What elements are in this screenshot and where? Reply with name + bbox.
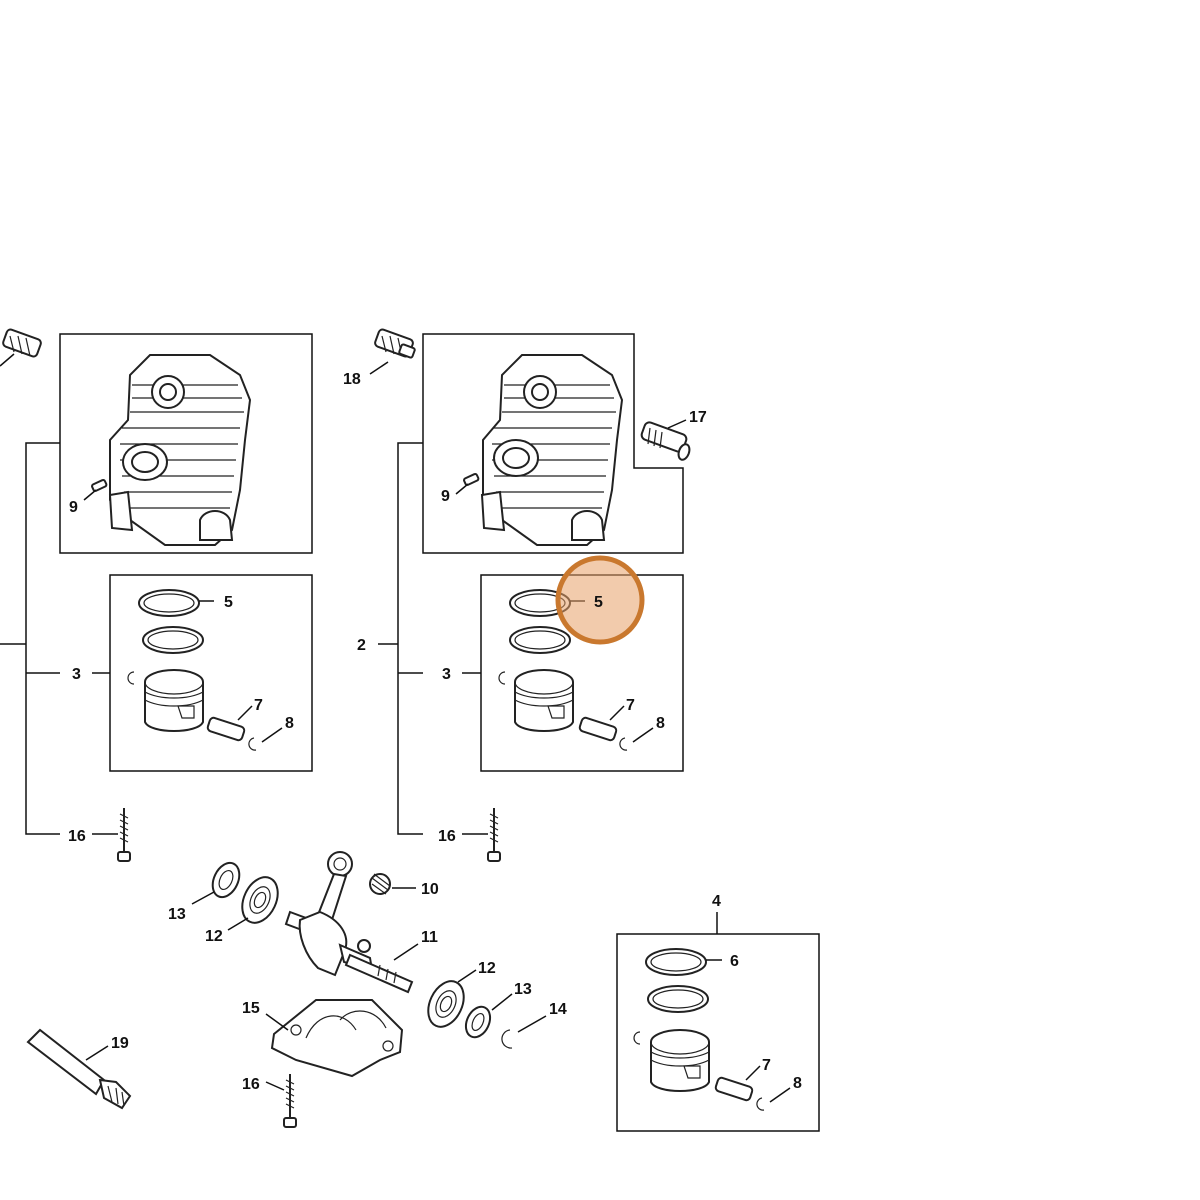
bracket-mid xyxy=(397,442,423,835)
callout-19: 19 xyxy=(111,1035,129,1052)
oil-seal-13-left[interactable] xyxy=(208,859,245,902)
piston-kit-4: 4 6 7 8 xyxy=(616,893,820,1132)
callout-3-left: 3 xyxy=(72,666,81,683)
grease-tube-19[interactable] xyxy=(26,1028,132,1110)
oil-seal-13-right[interactable] xyxy=(461,1003,494,1041)
callout-12-right: 12 xyxy=(478,960,496,977)
callout-3-mid: 3 xyxy=(442,666,451,683)
callout-17: 17 xyxy=(689,409,707,426)
crankshaft-group: 13 12 11 10 xyxy=(26,851,567,1128)
bracket-left xyxy=(25,442,60,835)
crankcase-15[interactable] xyxy=(270,999,404,1078)
circlip-left-a[interactable] xyxy=(127,671,135,685)
screw-9-mid[interactable] xyxy=(455,472,480,495)
screw-9-left[interactable] xyxy=(83,478,108,501)
circlip-mid-a[interactable] xyxy=(498,671,506,685)
piston-ring-left-2[interactable] xyxy=(142,626,204,654)
callout-16-crankcase: 16 xyxy=(242,1076,260,1093)
bearing-12-left[interactable] xyxy=(235,871,284,928)
cylinder-left[interactable] xyxy=(108,354,252,546)
piston-box-kit xyxy=(616,933,820,1132)
piston-left[interactable] xyxy=(144,669,204,732)
callout-9-mid: 9 xyxy=(441,488,450,505)
left-assembly: 9 3 5 7 8 xyxy=(0,328,313,862)
callout-11: 11 xyxy=(421,929,438,946)
callout-9-left: 9 xyxy=(69,499,78,516)
callout-5-left: 5 xyxy=(224,594,233,611)
piston-box-left xyxy=(109,574,313,772)
circlip-mid-b[interactable] xyxy=(619,737,628,751)
callout-8-mid: 8 xyxy=(656,715,665,732)
callout-5-mid[interactable]: 5 xyxy=(594,594,603,611)
circlip-kit-a[interactable] xyxy=(633,1031,641,1045)
piston-mid[interactable] xyxy=(514,669,574,732)
screw-16-crankcase[interactable] xyxy=(283,1074,297,1128)
crankshaft-11[interactable] xyxy=(284,851,414,994)
callout-16-left: 16 xyxy=(68,828,86,845)
circlip-left-b[interactable] xyxy=(248,737,257,751)
callout-7-kit: 7 xyxy=(762,1057,771,1074)
middle-assembly: 18 9 17 2 3 xyxy=(343,328,707,862)
callout-6: 6 xyxy=(730,953,739,970)
callout-8-left: 8 xyxy=(285,715,294,732)
cylinder-mid[interactable] xyxy=(480,354,624,546)
callout-8-kit: 8 xyxy=(793,1075,802,1092)
callout-12-left: 12 xyxy=(205,928,223,945)
callout-14: 14 xyxy=(549,1001,567,1018)
bearing-12-right[interactable] xyxy=(421,975,470,1032)
callout-10: 10 xyxy=(421,881,439,898)
piston-ring-kit-2[interactable] xyxy=(647,985,709,1013)
spark-plug-left[interactable] xyxy=(0,328,42,367)
callout-15: 15 xyxy=(242,1000,260,1017)
piston-kit[interactable] xyxy=(650,1029,710,1092)
callout-4: 4 xyxy=(712,893,721,910)
circlip-kit-b[interactable] xyxy=(756,1097,765,1111)
cylinder-box-mid xyxy=(422,333,684,554)
piston-ring-kit-1[interactable] xyxy=(645,948,707,976)
circlip-14[interactable] xyxy=(501,1029,513,1049)
screw-16-left[interactable] xyxy=(117,808,131,862)
spark-plug-18[interactable] xyxy=(374,328,416,359)
screw-16-mid[interactable] xyxy=(487,808,501,862)
piston-ring-mid-2[interactable] xyxy=(509,626,571,654)
callout-7-mid: 7 xyxy=(626,697,635,714)
needle-bearing-10[interactable] xyxy=(369,873,391,895)
piston-ring-left-1[interactable] xyxy=(138,589,200,617)
callout-16-mid: 16 xyxy=(438,828,456,845)
callout-2: 2 xyxy=(357,637,366,654)
piston-pin-mid[interactable] xyxy=(578,716,618,742)
callout-13-right: 13 xyxy=(514,981,532,998)
callout-7-left: 7 xyxy=(254,697,263,714)
callout-13-left: 13 xyxy=(168,906,186,923)
highlight-marker[interactable] xyxy=(555,555,645,645)
callout-18: 18 xyxy=(343,371,361,388)
decomp-valve-17[interactable] xyxy=(640,421,691,461)
piston-pin-left[interactable] xyxy=(206,716,246,742)
piston-pin-kit[interactable] xyxy=(714,1076,754,1102)
